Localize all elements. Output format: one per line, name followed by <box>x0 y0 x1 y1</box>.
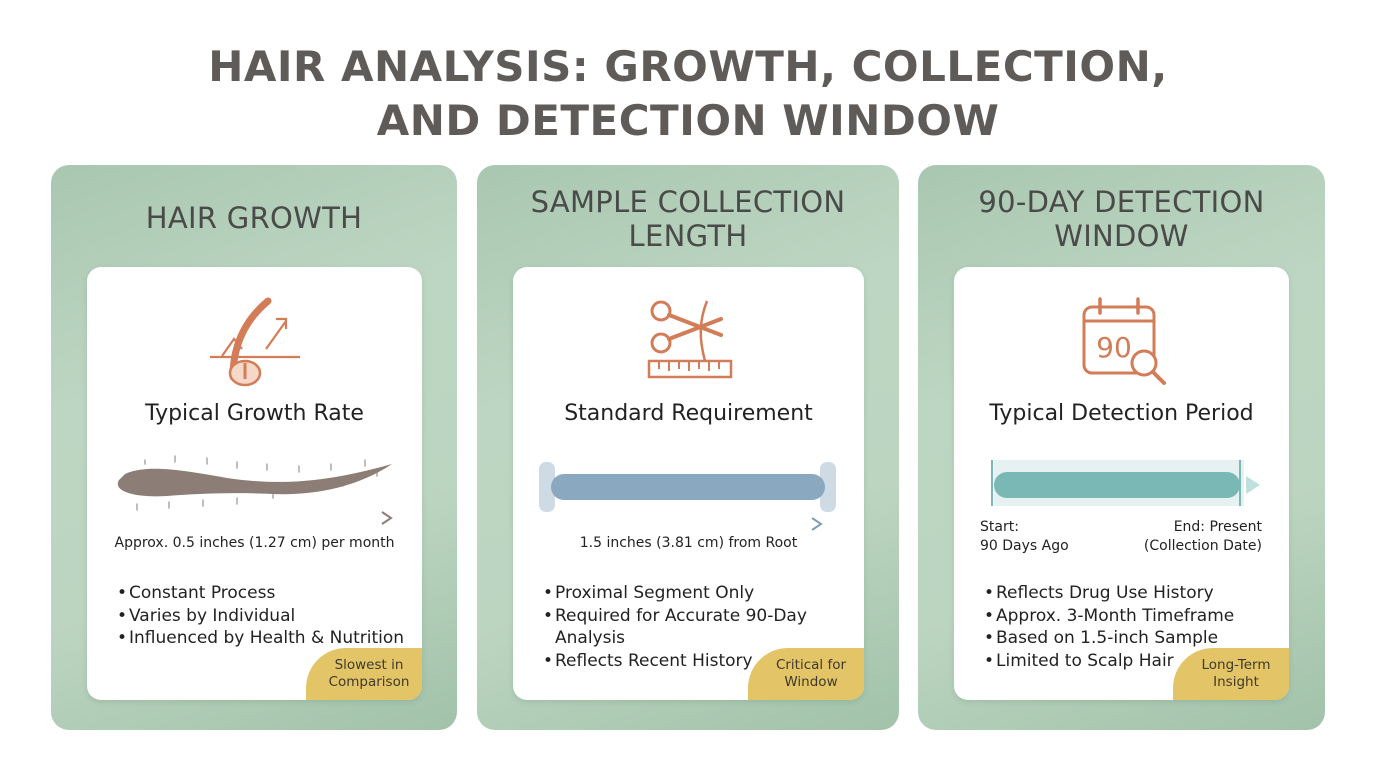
panel-heading: HAIR GROWTH <box>51 201 457 235</box>
bullet-list: Proximal Segment Only Required for Accur… <box>543 582 807 672</box>
timeline-start-line: Start: <box>980 519 1019 535</box>
timeline-end-line: End: Present <box>1173 519 1262 535</box>
info-card: Standard Requirement 1.5 inches (3.81 cm… <box>513 267 864 700</box>
page-title: HAIR ANALYSIS: GROWTH, COLLECTION, AND D… <box>0 40 1376 148</box>
badge-line: Critical for <box>775 657 847 673</box>
list-item: Influenced by Health & Nutrition <box>117 627 404 650</box>
info-card: Typical Growth Rate Approx. 0.5 inches (… <box>87 267 422 700</box>
badge-line: Comparison <box>328 674 410 690</box>
list-item: Required for Accurate 90-Day <box>543 605 807 628</box>
card-subtitle: Typical Growth Rate <box>145 401 364 426</box>
hair-strand-illustration <box>117 455 393 525</box>
page-title-line-2: AND DETECTION WINDOW <box>376 96 1000 145</box>
card-subtitle: Typical Detection Period <box>989 401 1254 426</box>
list-item: Limited to Scalp Hair <box>984 650 1234 673</box>
panel-detection-window: 90-DAY DETECTION WINDOW 90 Typical Detec… <box>918 165 1325 730</box>
panel-hair-growth: HAIR GROWTH Typical Growth Rate <box>51 165 457 730</box>
detection-timeline <box>991 460 1260 506</box>
hair-follicle-growth-icon <box>209 297 300 387</box>
list-item: Varies by Individual <box>117 605 404 628</box>
growth-rate-caption: Approx. 0.5 inches (1.27 cm) per month <box>114 535 395 551</box>
panel-heading-line: LENGTH <box>628 219 748 253</box>
panel-sample-collection: SAMPLE COLLECTION LENGTH Standard Requir… <box>477 165 899 730</box>
timeline-end-line: (Collection Date) <box>1143 538 1262 554</box>
list-item: Proximal Segment Only <box>543 582 807 605</box>
info-card: 90 Typical Detection Period Start: 90 Da… <box>954 267 1289 700</box>
panel-heading-line: WINDOW <box>1054 219 1189 253</box>
list-item: Constant Process <box>117 582 404 605</box>
page-title-line-1: HAIR ANALYSIS: GROWTH, COLLECTION, <box>208 42 1168 91</box>
bullet-list: Reflects Drug Use History Approx. 3-Mont… <box>984 582 1234 672</box>
list-item: Based on 1.5-inch Sample <box>984 627 1234 650</box>
list-item: Approx. 3-Month Timeframe <box>984 605 1234 628</box>
list-item-continuation: Analysis <box>555 628 626 648</box>
status-badge: Critical for Window <box>748 648 864 700</box>
panel-heading: SAMPLE COLLECTION LENGTH <box>477 185 899 253</box>
list-item: Reflects Drug Use History <box>984 582 1234 605</box>
list-item: Reflects Recent History <box>543 650 807 673</box>
panel-heading-line: HAIR GROWTH <box>145 201 363 235</box>
sample-length-bar <box>539 462 836 531</box>
badge-line: Slowest in <box>334 657 404 673</box>
card-subtitle: Standard Requirement <box>564 401 813 426</box>
timeline-start-line: 90 Days Ago <box>980 538 1069 554</box>
panel-heading-line: SAMPLE COLLECTION <box>530 185 846 219</box>
panel-heading: 90-DAY DETECTION WINDOW <box>918 185 1325 253</box>
timeline-start-label: Start: 90 Days Ago <box>980 518 1069 556</box>
panel-heading-line: 90-DAY DETECTION <box>978 185 1265 219</box>
status-badge: Long-Term Insight <box>1173 648 1289 700</box>
status-badge: Slowest in Comparison <box>306 648 422 700</box>
badge-line: Window <box>784 674 838 690</box>
calendar-icon-number: 90 <box>1096 331 1132 364</box>
bullet-list: Constant Process Varies by Individual In… <box>117 582 404 650</box>
badge-line: Long-Term <box>1201 657 1271 673</box>
timeline-end-label: End: Present (Collection Date) <box>1144 518 1262 556</box>
sample-length-caption: 1.5 inches (3.81 cm) from Root <box>579 535 798 551</box>
badge-line: Insight <box>1213 674 1259 690</box>
scissors-ruler-icon <box>647 300 732 379</box>
calendar-magnifier-icon: 90 <box>1082 297 1166 385</box>
